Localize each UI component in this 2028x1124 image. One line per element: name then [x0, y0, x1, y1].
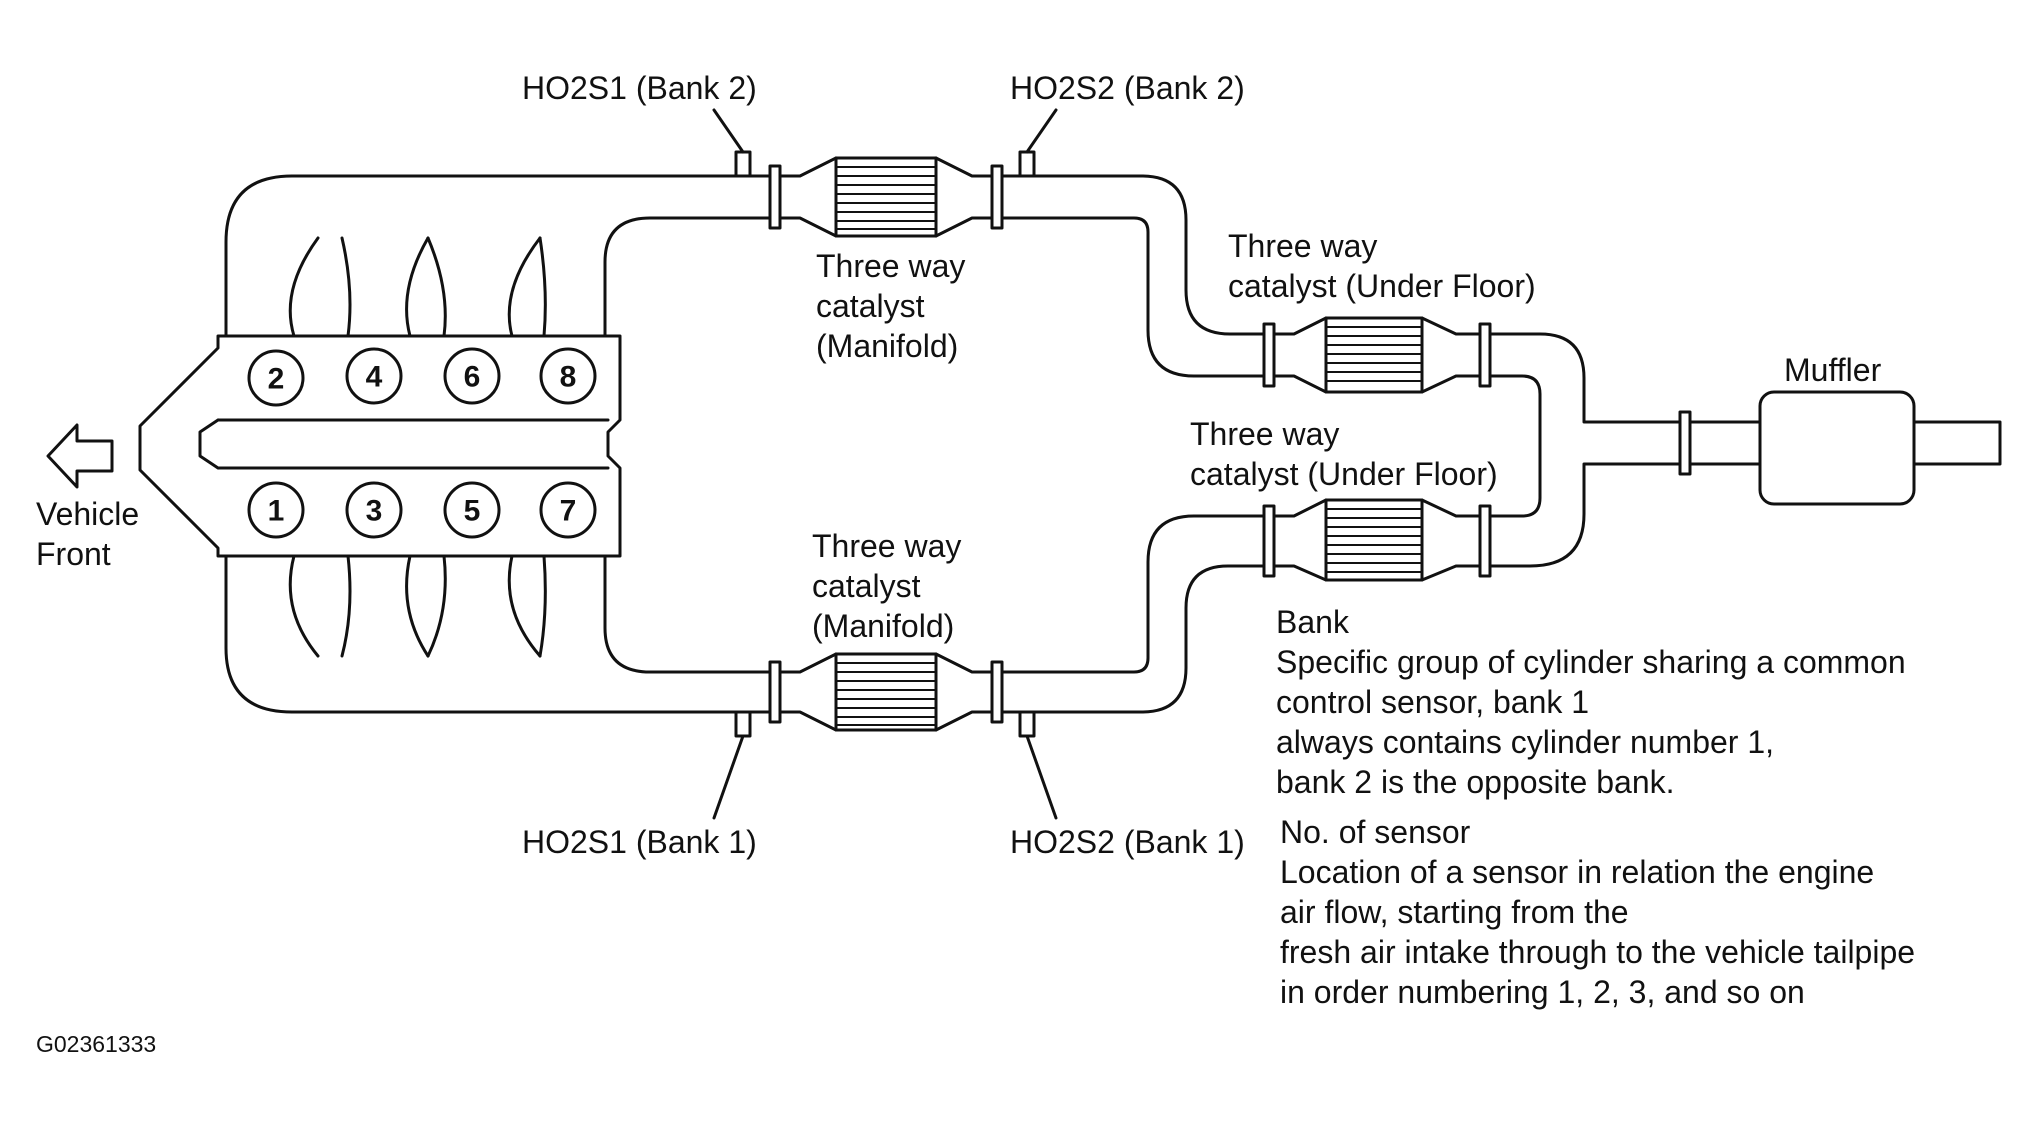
definition-line: Location of a sensor in relation the eng…: [1280, 854, 1875, 890]
cylinder-number: 2: [268, 363, 285, 396]
bank1-runner-1b: [340, 554, 352, 658]
definition-line: bank 2 is the opposite bank.: [1276, 764, 1675, 800]
ho2s2-bank2-sensor-icon: [1018, 150, 1036, 178]
bank2-runner-2: [405, 236, 430, 338]
cylinder-1-circle: [247, 481, 305, 539]
underfloor-catalyst-top-label: Three way catalyst (Under Floor): [1228, 226, 1536, 306]
muffler-label: Muffler: [1784, 352, 1882, 388]
cylinder-3-circle: [345, 481, 403, 539]
bank1-inner-pipe: [603, 554, 772, 674]
manifold-catalyst-bank2: [768, 156, 1004, 238]
bank2-runner-2b: [426, 236, 447, 338]
engine-valley: [198, 418, 610, 470]
manifold-catalyst-bank1-core: [835, 662, 937, 726]
cylinder-number: 7: [560, 495, 577, 528]
definition-line: in order numbering 1, 2, 3, and so on: [1280, 974, 1805, 1010]
underfloor-catalyst-top-core: [1325, 326, 1423, 382]
cylinder-number: 5: [464, 495, 481, 528]
engine-block: [138, 334, 622, 558]
bank1-runner-2: [405, 554, 430, 658]
definition-line: control sensor, bank 1: [1276, 684, 1590, 720]
bank2-runner-3: [507, 236, 542, 338]
bank1-runner-3b: [538, 554, 547, 658]
cylinder-number: 8: [560, 361, 577, 394]
bank-definition: Bank Specific group of cylinder sharing …: [1276, 602, 1906, 802]
bank2-outer-pipe: [224, 174, 772, 338]
cylinder-number: 3: [366, 495, 383, 528]
label-line: Three way: [1228, 228, 1378, 264]
bank2-midpipe: [1000, 174, 1266, 336]
y-pipe-loop: [1488, 374, 1542, 518]
figure-id: G02361333: [36, 1031, 157, 1057]
cylinder-6-circle: [443, 347, 501, 405]
tailpipe: [1912, 420, 2002, 466]
bank1-runner-3: [507, 554, 542, 658]
manifold-catalyst-bank2-core: [835, 166, 937, 230]
label-line: (Manifold): [812, 608, 955, 644]
muffler-inlet-pipe: [1688, 420, 1762, 466]
cylinder-number: 6: [464, 361, 481, 394]
label-line: catalyst: [816, 288, 925, 324]
definition-line: fresh air intake through to the vehicle …: [1280, 934, 1916, 970]
definition-line: always contains cylinder number 1,: [1276, 724, 1775, 760]
vehicle-front-label: Vehicle Front: [36, 494, 139, 574]
label-line: catalyst: [812, 568, 921, 604]
label-line: Three way: [816, 248, 966, 284]
label-line: Three way: [1190, 416, 1340, 452]
cylinder-2-circle: [247, 349, 305, 407]
label-line: Front: [36, 536, 111, 572]
definition-line: Specific group of cylinder sharing a com…: [1276, 644, 1906, 680]
cylinder-7-circle: [539, 481, 597, 539]
ho2s1-bank2-label: HO2S1 (Bank 2): [522, 70, 757, 106]
ho2s2-bank2-label: HO2S2 (Bank 2): [1010, 70, 1245, 106]
ho2s2-bank1-label: HO2S2 (Bank 1): [1010, 824, 1245, 860]
ho2s1-bank1-sensor-icon: [734, 710, 752, 738]
bank2-runner-1: [288, 236, 320, 338]
label-line: catalyst (Under Floor): [1228, 268, 1536, 304]
underfloor-catalyst-bottom: [1262, 498, 1492, 582]
muffler-flange: [1678, 410, 1692, 476]
manifold-catalyst-top-label: Three way catalyst (Manifold): [816, 246, 965, 366]
bank1-midpipe-inner: [1000, 514, 1266, 674]
vehicle-front-arrow-icon: [46, 423, 114, 489]
ho2s1-bank1-label: HO2S1 (Bank 1): [522, 824, 757, 860]
ho2s1-bank2-sensor-icon: [734, 150, 752, 178]
bank1-outer-pipe: [224, 554, 772, 714]
y-pipe-lower: [1488, 462, 1682, 568]
bank2-inner-pipe: [603, 216, 772, 338]
cylinder-number: 1: [268, 495, 285, 528]
definition-title: No. of sensor: [1280, 814, 1471, 850]
muffler-body: [1758, 390, 1916, 506]
bank1-runner-2b: [426, 554, 447, 658]
cylinder-5-circle: [443, 481, 501, 539]
label-line: Three way: [812, 528, 962, 564]
sensor-number-definition: No. of sensor Location of a sensor in re…: [1280, 812, 1915, 1012]
bank2-runner-1b: [340, 236, 352, 338]
y-pipe-outer: [1488, 332, 1682, 424]
underfloor-catalyst-bottom-label: Three way catalyst (Under Floor): [1190, 414, 1498, 494]
label-line: (Manifold): [816, 328, 959, 364]
label-line: catalyst (Under Floor): [1190, 456, 1498, 492]
label-line: Vehicle: [36, 496, 140, 532]
cylinder-number: 4: [366, 361, 383, 394]
bank1-runner-1: [288, 554, 320, 658]
bank2-midpipe-inner: [1000, 216, 1266, 378]
manifold-catalyst-bottom-label: Three way catalyst (Manifold): [812, 526, 961, 646]
manifold-catalyst-bank1: [768, 652, 1004, 732]
definition-line: air flow, starting from the: [1280, 894, 1629, 930]
bank2-runner-3b: [538, 236, 547, 338]
definition-title: Bank: [1276, 604, 1349, 640]
ho2s2-bank1-sensor-icon: [1018, 710, 1036, 738]
bank1-midpipe: [1000, 564, 1266, 714]
cylinder-8-circle: [539, 347, 597, 405]
underfloor-catalyst-bottom-core: [1325, 508, 1423, 573]
cylinder-4-circle: [345, 347, 403, 405]
